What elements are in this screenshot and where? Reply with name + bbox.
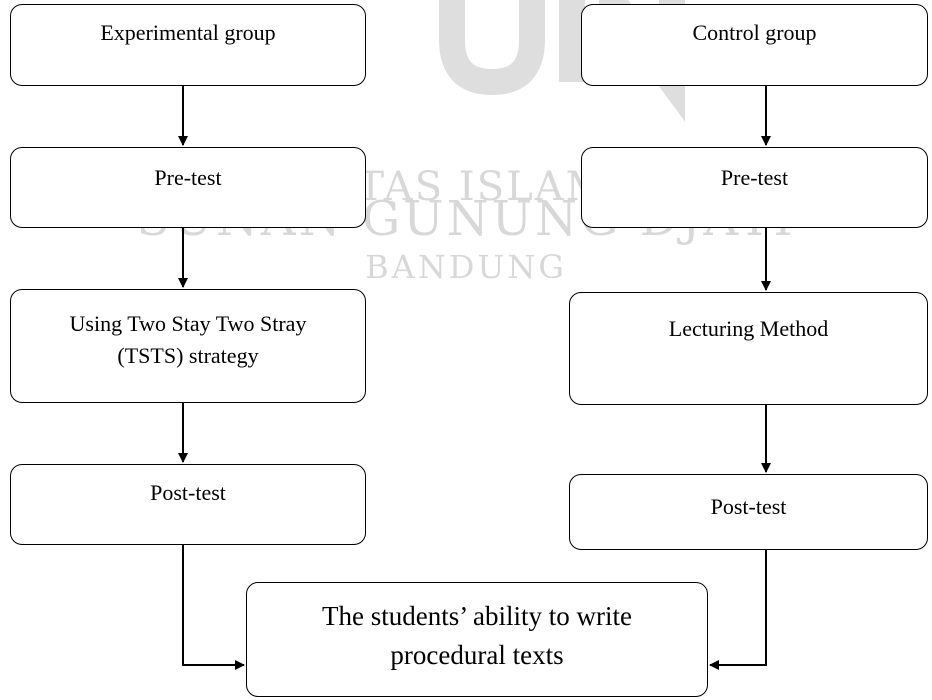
experimental-pretest-label: Pre-test: [154, 165, 222, 190]
experimental-posttest-box: Post-test: [10, 464, 366, 545]
control-posttest-label: Post-test: [710, 494, 787, 519]
control-group-label: Control group: [692, 20, 817, 45]
outcome-box: The students’ ability to write procedura…: [246, 582, 708, 697]
control-posttest-box: Post-test: [569, 474, 928, 550]
outcome-label: The students’ ability to write procedura…: [322, 601, 632, 671]
experimental-pretest-box: Pre-test: [10, 147, 366, 228]
experimental-posttest-label: Post-test: [150, 480, 226, 505]
control-treatment-box: Lecturing Method: [569, 292, 928, 405]
experimental-group-box: Experimental group: [10, 4, 366, 86]
experimental-treatment-label: Using Two Stay Two Stray (TSTS) strategy: [69, 311, 307, 368]
experimental-treatment-box: Using Two Stay Two Stray (TSTS) strategy: [10, 289, 366, 403]
arrow-ctrl-posttest-to-outcome: [709, 550, 767, 670]
control-pretest-label: Pre-test: [720, 165, 789, 190]
control-pretest-box: Pre-test: [581, 147, 928, 228]
control-treatment-label: Lecturing Method: [668, 316, 829, 341]
arrow-exp-posttest-to-outcome: [182, 545, 245, 670]
experimental-group-label: Experimental group: [100, 20, 276, 45]
control-group-box: Control group: [581, 4, 928, 86]
